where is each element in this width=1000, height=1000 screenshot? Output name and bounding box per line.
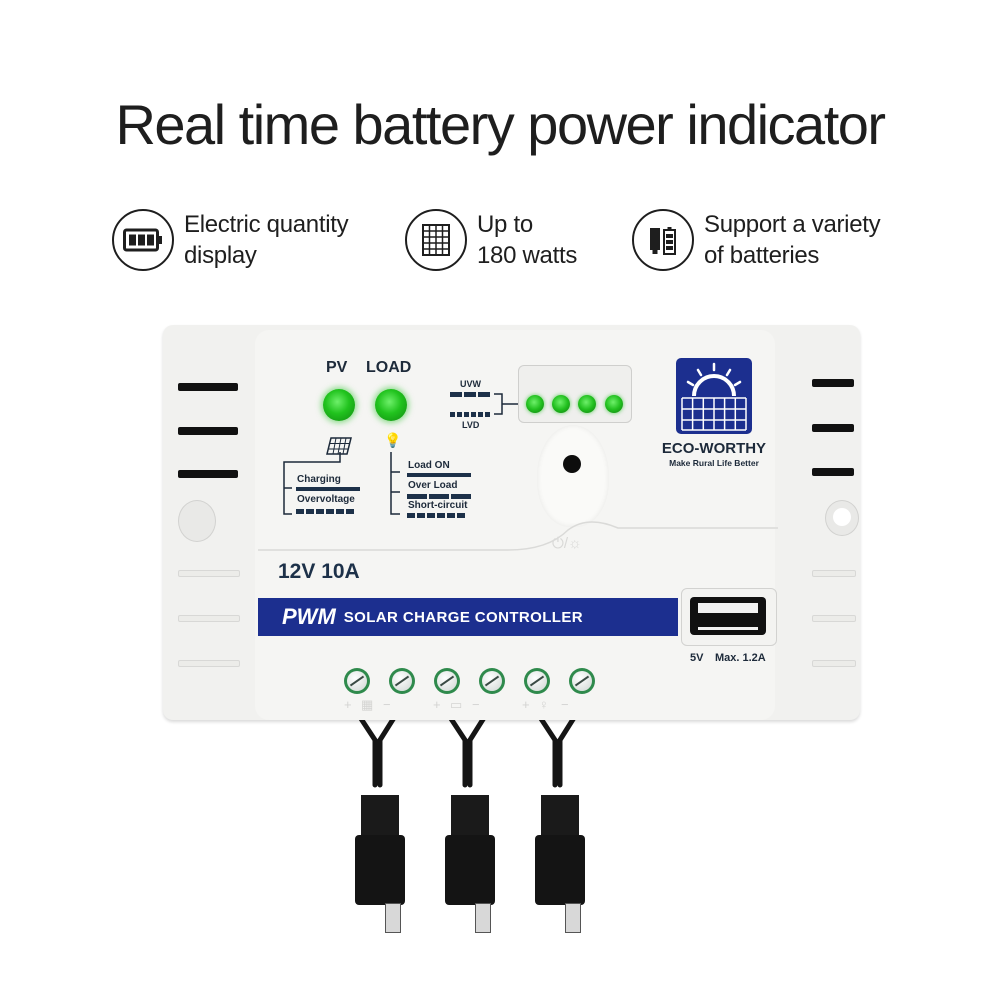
- vent-slot: [178, 383, 238, 391]
- overvoltage-label: Overvoltage: [297, 494, 355, 505]
- battery-level-led-3: [578, 395, 596, 413]
- terminal-label: ▭: [450, 697, 463, 712]
- feature-text: Electric quantity: [184, 211, 349, 238]
- pwm-label: PWM: [282, 604, 336, 629]
- terminal-battery-positive[interactable]: [434, 668, 460, 694]
- terminal-label: +: [344, 697, 352, 712]
- vent-slot: [812, 379, 854, 387]
- short-circuit-label: Short-circuit: [408, 500, 468, 511]
- vent-slot: [812, 468, 854, 476]
- load-on-label: Load ON: [408, 460, 450, 471]
- terminal-label: ♀: [539, 697, 549, 712]
- overvoltage-pattern-fast: [296, 509, 354, 514]
- load-legend-bracket: [390, 452, 400, 515]
- short-circuit-pattern-fast: [407, 513, 465, 518]
- terminal-label: −: [472, 697, 480, 712]
- pv-indicator-led: [323, 389, 355, 421]
- button-hole: [563, 455, 581, 473]
- vent-ghost: [178, 570, 240, 577]
- solar-panel-icon: [326, 437, 352, 455]
- bulb-icon: 💡: [384, 432, 402, 448]
- feature-text: display: [184, 242, 257, 269]
- faceplate-curve: [258, 521, 778, 551]
- feature-wattage: Up to 180 watts: [405, 205, 577, 275]
- terminal-pv-negative[interactable]: [389, 668, 415, 694]
- vent-ghost: [178, 660, 240, 667]
- batteries-icon: [632, 209, 694, 271]
- headline: Real time battery power indicator: [115, 93, 886, 156]
- terminal-load-positive[interactable]: [524, 668, 550, 694]
- mounting-hole-right: [825, 500, 859, 536]
- terminal-label: +: [433, 697, 441, 712]
- brand-name: ECO-WORTHY: [661, 440, 767, 457]
- battery-level-led-1: [526, 395, 544, 413]
- mounting-hole-left: [178, 500, 216, 542]
- terminal-label: +: [522, 697, 530, 712]
- feature-battery-display: Electric quantity display: [112, 205, 349, 275]
- uvw-pattern: [450, 392, 490, 397]
- feature-text: of batteries: [704, 242, 820, 269]
- terminal-pv-positive[interactable]: [344, 668, 370, 694]
- rating-label: 12V 10A: [278, 560, 360, 583]
- terminal-label: ▦: [361, 697, 374, 712]
- battery-level-led-4: [605, 395, 623, 413]
- charging-pattern-solid: [296, 487, 360, 491]
- charging-label: Charging: [297, 474, 341, 485]
- sae-connector-load: [535, 795, 585, 933]
- mode-button[interactable]: [537, 425, 609, 527]
- vent-slot: [178, 427, 238, 435]
- load-indicator-led: [375, 389, 407, 421]
- over-load-pattern-slow: [407, 494, 471, 499]
- terminal-battery-negative[interactable]: [479, 668, 505, 694]
- vent-ghost: [812, 615, 856, 622]
- brand-tagline: Make Rural Life Better: [669, 458, 759, 468]
- feature-text: Up to: [477, 211, 533, 238]
- usb-current-label: Max. 1.2A: [715, 652, 766, 664]
- vent-ghost: [178, 615, 240, 622]
- lvd-label: LVD: [462, 420, 480, 430]
- vent-slot: [812, 424, 854, 432]
- feature-text: 180 watts: [477, 242, 578, 269]
- battery-level-led-2: [552, 395, 570, 413]
- battery-scale-bracket: [494, 393, 518, 415]
- vent-ghost: [812, 570, 856, 577]
- feature-battery-types: Support a variety of batteries: [632, 205, 881, 275]
- terminal-label: −: [561, 697, 569, 712]
- battery-level-window: [518, 365, 632, 423]
- uvw-label: UVW: [460, 379, 481, 389]
- pv-legend-bracket: [283, 452, 341, 515]
- lvd-pattern: [450, 412, 490, 417]
- solar-panel-icon: [405, 209, 467, 271]
- banner-text: SOLAR CHARGE CONTROLLER: [343, 608, 583, 626]
- terminal-load-negative[interactable]: [569, 668, 595, 694]
- usb-port[interactable]: [690, 597, 766, 635]
- pv-label: PV: [326, 359, 348, 376]
- usb-voltage-label: 5V: [690, 652, 704, 664]
- sae-connector-battery: [445, 795, 495, 933]
- battery-level-icon: [112, 209, 174, 271]
- load-label: LOAD: [366, 359, 412, 376]
- vent-ghost: [812, 660, 856, 667]
- power-light-icon: ⏻/☼: [552, 535, 582, 552]
- vent-slot: [178, 470, 238, 478]
- terminal-labels: + ▦ − + ▭ − + ♀ −: [344, 697, 604, 713]
- product-banner: PWM SOLAR CHARGE CONTROLLER: [258, 598, 678, 636]
- terminal-label: −: [383, 697, 391, 712]
- feature-text: Support a variety: [704, 211, 881, 238]
- load-on-pattern-solid: [407, 473, 471, 477]
- over-load-label: Over Load: [408, 480, 458, 491]
- eco-worthy-logo-icon: [676, 358, 752, 434]
- usb-port-housing: [681, 588, 777, 646]
- sae-connector-pv: [355, 795, 405, 933]
